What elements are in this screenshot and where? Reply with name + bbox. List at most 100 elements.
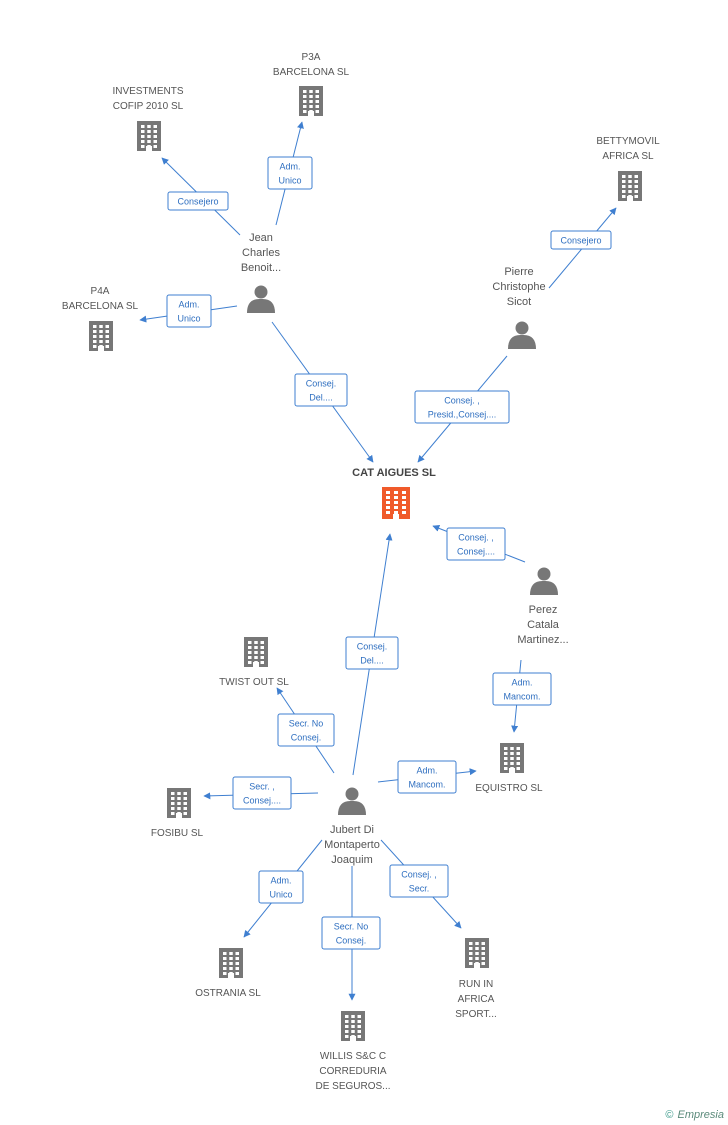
relation-badge[interactable]: Consej. Del.... — [345, 636, 399, 670]
node-equistro[interactable]: EQUISTRO SL — [475, 743, 543, 794]
node-label: OSTRANIA SL — [195, 988, 261, 999]
relation-label: Adm. — [178, 300, 199, 310]
relation-label: Adm. — [270, 876, 291, 886]
relation-label: Del.... — [360, 656, 384, 666]
edge-jubert-equistro: Adm.Mancom. — [377, 760, 477, 794]
relation-badge-box — [414, 390, 510, 424]
building-icon — [244, 637, 268, 667]
relation-label: Secr. No — [334, 922, 369, 932]
relation-label: Consej. — [291, 733, 322, 743]
node-label: Montaperto — [324, 839, 380, 851]
node-ostrania[interactable]: OSTRANIA SL — [195, 948, 261, 999]
node-label: Christophe — [492, 281, 545, 293]
node-label: AFRICA — [458, 994, 495, 1005]
relation-label: Consej. — [306, 379, 337, 389]
relation-badge-box — [232, 776, 292, 810]
relation-badge[interactable]: Secr. No Consej. — [321, 916, 381, 950]
node-jean[interactable]: JeanCharlesBenoit... — [241, 232, 281, 313]
building-icon — [137, 121, 161, 151]
edge-jubert-fosibu: Secr. ,Consej.... — [203, 776, 319, 810]
person-icon — [338, 787, 366, 815]
edge-jubert-cat: Consej. Del.... — [345, 533, 399, 776]
relation-badge-box — [167, 191, 229, 211]
relation-label: Unico — [269, 890, 292, 900]
node-label: COFIP 2010 SL — [113, 101, 184, 112]
relation-label: Del.... — [309, 393, 333, 403]
relation-label: Secr. — [409, 884, 430, 894]
node-twist[interactable]: TWIST OUT SL — [219, 637, 289, 688]
node-label: P4A — [91, 286, 110, 297]
node-label: BARCELONA SL — [62, 301, 139, 312]
building-icon — [618, 171, 642, 201]
relation-label: Consej. — [336, 936, 367, 946]
relation-badge[interactable]: Consejero — [550, 230, 612, 250]
node-label: Jean — [249, 232, 273, 244]
building-icon — [382, 487, 410, 519]
relation-label: Consej. — [357, 642, 388, 652]
edge-jean-investments: Consejero — [161, 157, 241, 236]
node-run[interactable]: RUN INAFRICASPORT... — [455, 938, 497, 1020]
relation-badge-box — [397, 760, 457, 794]
node-label: EQUISTRO SL — [475, 783, 543, 794]
node-fosibu[interactable]: FOSIBU SL — [151, 788, 204, 839]
node-label: TWIST OUT SL — [219, 677, 289, 688]
relation-badge-box — [166, 294, 212, 328]
relation-badge[interactable]: Consejero — [167, 191, 229, 211]
relation-badge[interactable]: Adm.Mancom. — [397, 760, 457, 794]
relation-badge[interactable]: Adm.Unico — [166, 294, 212, 328]
relation-badge-box — [345, 636, 399, 670]
node-label: Joaquim — [331, 854, 373, 866]
edge-jubert-willis: Secr. No Consej. — [321, 866, 381, 1001]
building-icon — [219, 948, 243, 978]
relation-badge[interactable]: Consej. ,Presid.,Consej.... — [414, 390, 510, 424]
node-label: Perez — [529, 604, 558, 616]
relation-label: Mancom. — [408, 780, 445, 790]
node-cat[interactable]: CAT AIGUES SL — [352, 467, 436, 519]
building-icon — [89, 321, 113, 351]
node-label: Charles — [242, 247, 280, 259]
node-label: Sicot — [507, 296, 531, 308]
node-label: Pierre — [504, 266, 533, 278]
node-perez[interactable]: PerezCatalaMartinez... — [517, 567, 569, 647]
relation-badge[interactable]: Consej. ,Consej.... — [446, 527, 506, 561]
relation-label: Consej. , — [401, 870, 437, 880]
relation-badge[interactable]: Adm.Mancom. — [492, 672, 552, 706]
relation-badge-box — [294, 373, 348, 407]
edge-jean-p4a: Adm.Unico — [139, 294, 238, 328]
edge-pierre-bettymovil: Consejero — [548, 207, 617, 289]
building-icon — [299, 86, 323, 116]
edge-perez-equistro: Adm.Mancom. — [492, 659, 552, 733]
relation-badge[interactable]: Secr. ,Consej.... — [232, 776, 292, 810]
node-label: AFRICA SL — [602, 151, 654, 162]
relation-badge[interactable]: Adm. Unico — [258, 870, 304, 904]
node-label: CAT AIGUES SL — [352, 467, 436, 479]
edge-perez-cat: Consej. ,Consej.... — [432, 525, 526, 563]
building-icon — [500, 743, 524, 773]
relation-label: Adm. — [511, 678, 532, 688]
edge-jean-p3a: Adm.Unico — [267, 121, 313, 226]
node-label: CORREDURIA — [319, 1066, 387, 1077]
relation-label: Secr. , — [249, 782, 275, 792]
node-label: Jubert Di — [330, 824, 374, 836]
relation-label: Secr. No — [289, 719, 324, 729]
edge-jubert-run: Consej. , Secr. — [380, 839, 462, 929]
edge-jubert-twist: Secr. No Consej. — [276, 687, 335, 774]
relation-badge[interactable]: Consej. Del.... — [294, 373, 348, 407]
relation-badge-box — [267, 156, 313, 190]
node-p4a[interactable]: P4A BARCELONA SL — [62, 286, 139, 351]
node-label: SPORT... — [455, 1009, 497, 1020]
relation-label: Presid.,Consej.... — [428, 410, 497, 420]
node-label: DE SEGUROS... — [315, 1081, 390, 1092]
relation-badge[interactable]: Adm.Unico — [267, 156, 313, 190]
node-label: Martinez... — [517, 634, 568, 646]
relation-label: Consejero — [560, 236, 601, 246]
relation-badge[interactable]: Consej. , Secr. — [389, 864, 449, 898]
relation-badge[interactable]: Secr. No Consej. — [277, 713, 335, 747]
